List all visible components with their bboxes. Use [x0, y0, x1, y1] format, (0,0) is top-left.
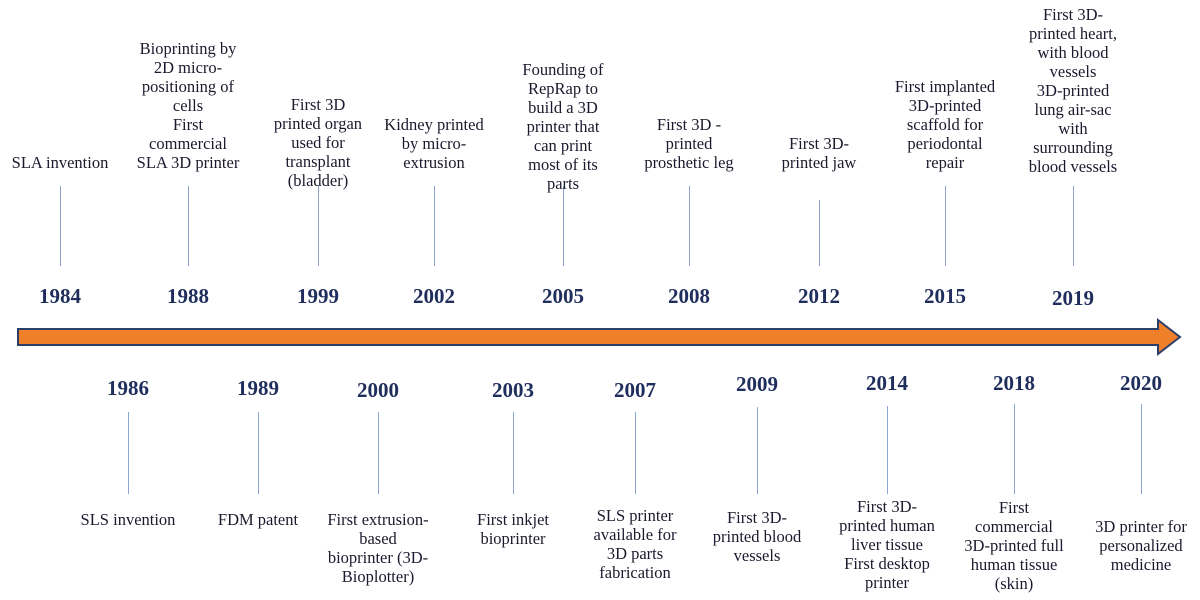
- event-label-2005: Founding of RepRap to build a 3D printer…: [522, 60, 604, 193]
- year-2008: 2008: [668, 284, 710, 308]
- event-label-2012: First 3D- printed jaw: [781, 134, 857, 172]
- event-label-2000: First extrusion- based bioprinter (3D- B…: [327, 510, 429, 586]
- event-label-1984: SLA invention: [11, 153, 109, 172]
- tick-1988: [188, 186, 189, 266]
- year-2018: 2018: [993, 371, 1035, 395]
- year-2009: 2009: [736, 372, 778, 396]
- year-2014: 2014: [866, 371, 908, 395]
- year-2019: 2019: [1052, 286, 1094, 310]
- year-2015: 2015: [924, 284, 966, 308]
- event-label-2003: First inkjet bioprinter: [477, 510, 549, 548]
- tick-1984: [60, 186, 61, 266]
- tick-1989: [258, 412, 259, 494]
- event-label-1986: SLS invention: [80, 510, 176, 529]
- tick-2003: [513, 412, 514, 494]
- tick-2007: [635, 412, 636, 494]
- event-label-2020: 3D printer for personalized medicine: [1095, 517, 1187, 574]
- year-2000: 2000: [357, 378, 399, 402]
- event-label-2014: First 3D- printed human liver tissue Fir…: [839, 497, 935, 592]
- tick-2019: [1073, 186, 1074, 266]
- tick-2005: [563, 186, 564, 266]
- tick-2002: [434, 186, 435, 266]
- event-label-1999: First 3D printed organ used for transpla…: [273, 95, 363, 190]
- tick-2000: [378, 412, 379, 494]
- tick-2009: [757, 407, 758, 494]
- year-2003: 2003: [492, 378, 534, 402]
- event-label-1988: Bioprinting by 2D micro- positioning of …: [136, 39, 240, 172]
- event-label-2019: First 3D- printed heart, with blood vess…: [1028, 5, 1118, 176]
- event-label-2008: First 3D - printed prosthetic leg: [644, 115, 734, 172]
- tick-2020: [1141, 404, 1142, 494]
- event-label-2002: Kidney printed by micro- extrusion: [384, 115, 484, 172]
- tick-1999: [318, 186, 319, 266]
- year-1986: 1986: [107, 376, 149, 400]
- event-label-1989: FDM patent: [217, 510, 299, 529]
- event-label-2018: First commercial 3D-printed full human t…: [964, 498, 1064, 593]
- timeline-arrow-shape: [17, 317, 1182, 357]
- event-label-2015: First implanted 3D-printed scaffold for …: [894, 77, 996, 172]
- year-1999: 1999: [297, 284, 339, 308]
- tick-2012: [819, 200, 820, 266]
- tick-1986: [128, 412, 129, 494]
- year-1988: 1988: [167, 284, 209, 308]
- tick-2014: [887, 406, 888, 494]
- year-2005: 2005: [542, 284, 584, 308]
- event-label-2009: First 3D- printed blood vessels: [712, 508, 802, 565]
- year-2007: 2007: [614, 378, 656, 402]
- year-2002: 2002: [413, 284, 455, 308]
- tick-2018: [1014, 404, 1015, 494]
- year-2020: 2020: [1120, 371, 1162, 395]
- event-label-2007: SLS printer available for 3D parts fabri…: [593, 506, 677, 582]
- tick-2015: [945, 186, 946, 266]
- year-2012: 2012: [798, 284, 840, 308]
- tick-2008: [689, 186, 690, 266]
- year-1984: 1984: [39, 284, 81, 308]
- year-1989: 1989: [237, 376, 279, 400]
